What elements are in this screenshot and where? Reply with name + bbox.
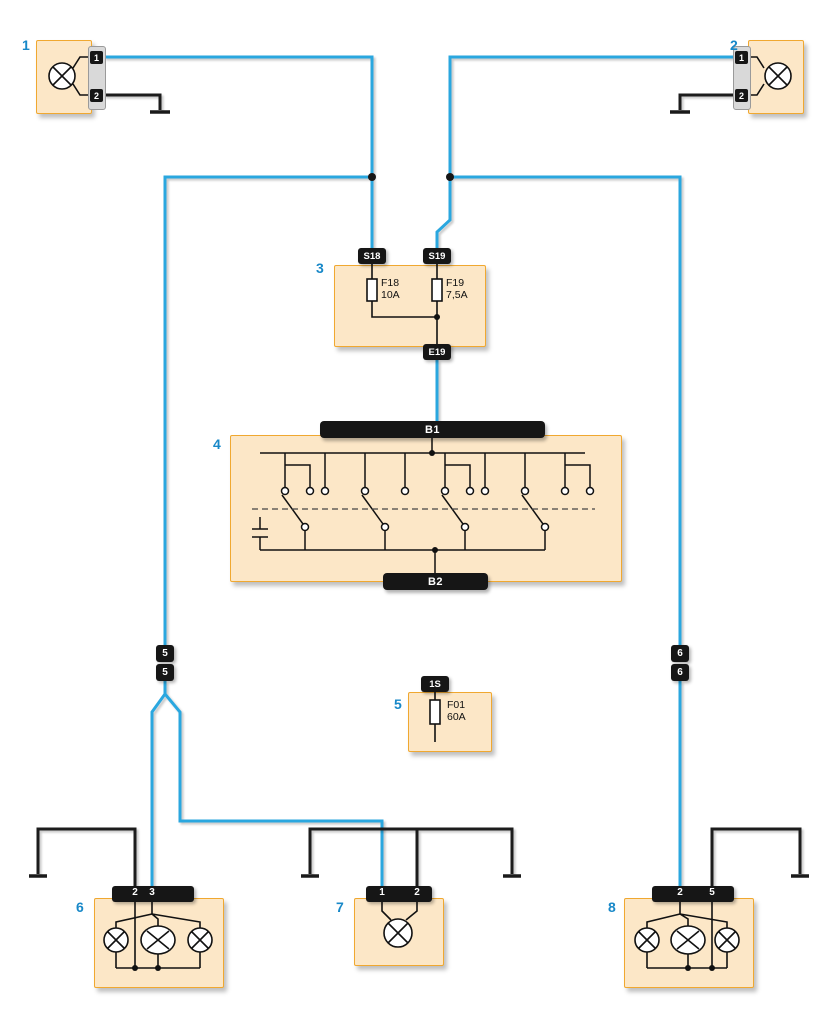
ground-symbols bbox=[29, 110, 809, 878]
tab-s19: S19 bbox=[423, 248, 451, 264]
wire-to-license-lamp bbox=[163, 693, 384, 886]
inline-connector-6-bottom: 6 bbox=[671, 664, 689, 681]
pin-3: 3 bbox=[149, 887, 155, 898]
component-6-label: 6 bbox=[76, 899, 84, 915]
switch-internals bbox=[252, 438, 595, 575]
rear-right-internals bbox=[634, 902, 740, 971]
lamp2-internals bbox=[749, 56, 792, 96]
inline-connector-6: 6 6 bbox=[671, 645, 689, 681]
inline-connector-5-top: 5 bbox=[156, 645, 174, 662]
inline-connector-5: 5 5 bbox=[156, 645, 174, 681]
fuse-f19-name: F19 bbox=[446, 277, 465, 289]
wire-lamp1-to-s18 bbox=[104, 55, 374, 248]
pin-2: 2 bbox=[677, 887, 683, 898]
pin-2: 2 bbox=[90, 89, 103, 102]
wire-branch-right bbox=[450, 175, 682, 645]
wire-branch-left bbox=[163, 175, 372, 645]
ground-wire-lamp2 bbox=[678, 93, 733, 110]
pin-2: 2 bbox=[735, 89, 748, 102]
ground-wire-license bbox=[308, 827, 514, 874]
push-switch-icon bbox=[252, 517, 268, 550]
component-4-label: 4 bbox=[213, 436, 221, 452]
inline-connector-5-bottom: 5 bbox=[156, 664, 174, 681]
fuse-f01-name: F01 bbox=[447, 699, 466, 711]
license-lamp-internals bbox=[381, 902, 418, 948]
fuse-f18-name: F18 bbox=[381, 277, 400, 289]
bar-b1: B1 bbox=[320, 421, 545, 438]
bar-b2: B2 bbox=[383, 573, 488, 590]
blue-wires bbox=[104, 55, 733, 886]
fuse-f01-rating: 60A bbox=[447, 711, 466, 723]
ground-wire-rear-left bbox=[36, 827, 137, 886]
pin-5: 5 bbox=[709, 887, 715, 898]
ground-wire-lamp1 bbox=[104, 93, 162, 110]
wire-junction-dots bbox=[368, 173, 454, 181]
component-2-label: 2 bbox=[730, 37, 738, 53]
fuse-f01-icon bbox=[429, 699, 441, 725]
pin-1: 1 bbox=[90, 51, 103, 64]
connector-strip-lamp2: 1 2 bbox=[733, 46, 751, 110]
component-3-label: 3 bbox=[316, 260, 324, 276]
connector-bar-rear-left: 2 3 bbox=[112, 886, 194, 902]
lamp1-internals bbox=[48, 56, 88, 96]
component-5-label: 5 bbox=[394, 696, 402, 712]
ground-wires bbox=[36, 93, 802, 886]
pin-1: 1 bbox=[735, 51, 748, 64]
tab-1s: 1S bbox=[421, 676, 449, 692]
connector-strip-lamp1: 1 2 bbox=[88, 46, 106, 110]
connector-bar-license-lamp: 1 2 bbox=[366, 886, 432, 902]
component-1-label: 1 bbox=[22, 37, 30, 53]
fusebox-internals bbox=[366, 264, 443, 344]
fuse-f19-rating: 7,5A bbox=[446, 289, 468, 301]
connector-bar-rear-right: 2 5 bbox=[652, 886, 734, 902]
tab-e19: E19 bbox=[423, 344, 451, 360]
wire-lamp2-to-s19 bbox=[435, 55, 733, 248]
tab-s18: S18 bbox=[358, 248, 386, 264]
component-7-label: 7 bbox=[336, 899, 344, 915]
inline-connector-6-top: 6 bbox=[671, 645, 689, 662]
pin-2: 2 bbox=[414, 887, 420, 898]
main-fuse-internals bbox=[429, 692, 441, 742]
pin-2: 2 bbox=[132, 887, 138, 898]
fuse-f18-rating: 10A bbox=[381, 289, 400, 301]
ground-wire-rear-right bbox=[710, 827, 802, 886]
pin-1: 1 bbox=[379, 887, 385, 898]
fuse-f18-icon bbox=[366, 278, 378, 302]
main-fuse-box bbox=[408, 692, 492, 752]
component-8-label: 8 bbox=[608, 899, 616, 915]
fuse-box bbox=[334, 265, 486, 347]
fuse-f19-icon bbox=[431, 278, 443, 302]
rear-left-internals bbox=[103, 902, 213, 971]
wire-to-rear-left bbox=[150, 681, 167, 886]
